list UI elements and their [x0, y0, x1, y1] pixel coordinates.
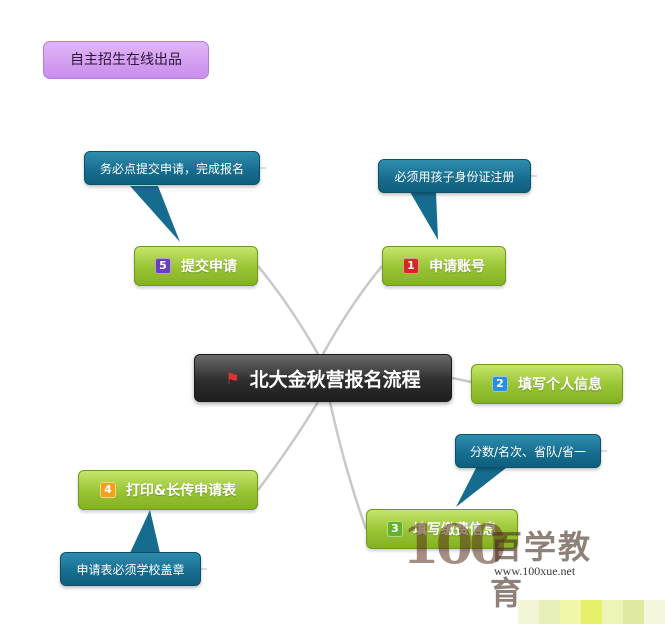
callout-submit-reminder[interactable]: 务必点提交申请，完成报名 — [84, 151, 260, 185]
step-node-4-label: 打印&长传申请表 — [125, 483, 237, 499]
step-node-4[interactable]: 4 打印&长传申请表 — [78, 470, 258, 510]
number-1-icon: 1 — [403, 258, 419, 274]
central-topic[interactable]: ⚑ 北大金秋营报名流程 — [194, 354, 452, 402]
callout-school-seal[interactable]: 申请表必须学校盖章 — [60, 552, 201, 586]
number-3-icon: 3 — [387, 521, 403, 537]
callout-submit-reminder-label: 务必点提交申请，完成报名 — [99, 161, 244, 176]
step-node-5-label: 提交申请 — [181, 259, 237, 275]
callout-pointer-4 — [130, 186, 180, 242]
branch-to-node-1 — [321, 265, 383, 355]
callout-id-requirement-label: 必须用孩子身份证注册 — [394, 169, 515, 184]
branch-to-node-5 — [257, 265, 320, 355]
watermark-url: www.100xue.net — [494, 564, 576, 578]
brand-tag: 自主招生在线出品 — [43, 41, 209, 79]
branch-to-node-2 — [451, 376, 472, 384]
step-node-3-label: 填写缴费信息 — [413, 522, 497, 538]
watermark: 100 百学教育 www.100xue.net — [402, 512, 592, 612]
callout-school-seal-label: 申请表必须学校盖章 — [76, 562, 185, 577]
callout-pointer-2 — [456, 468, 506, 507]
number-5-icon: 5 — [155, 258, 171, 274]
red-flag-icon: ⚑ — [225, 368, 240, 388]
watermark-chinese: 百学教育 — [490, 528, 593, 612]
callout-pointer-1 — [410, 192, 438, 240]
callout-ranking-info-label: 分数/名次、省队/省一 — [469, 444, 587, 459]
step-node-1-label: 申请账号 — [429, 259, 485, 275]
central-topic-label: 北大金秋营报名流程 — [249, 368, 421, 391]
step-node-5[interactable]: 5 提交申请 — [134, 246, 258, 286]
watermark-logo: 100 — [402, 512, 507, 576]
brand-tag-label: 自主招生在线出品 — [70, 52, 182, 68]
callout-pointer-3 — [130, 510, 160, 553]
branch-to-node-4 — [257, 401, 320, 491]
step-node-2[interactable]: 2 填写个人信息 — [471, 364, 623, 404]
callout-id-requirement[interactable]: 必须用孩子身份证注册 — [378, 159, 531, 193]
step-node-3[interactable]: 3 填写缴费信息 — [366, 509, 518, 549]
number-2-icon: 2 — [492, 376, 508, 392]
step-node-2-label: 填写个人信息 — [518, 377, 602, 393]
step-node-1[interactable]: 1 申请账号 — [382, 246, 506, 286]
pixelated-strip — [518, 600, 665, 624]
callout-ranking-info[interactable]: 分数/名次、省队/省一 — [455, 434, 601, 468]
number-4-icon: 4 — [99, 482, 116, 498]
branch-to-node-3 — [328, 401, 368, 530]
